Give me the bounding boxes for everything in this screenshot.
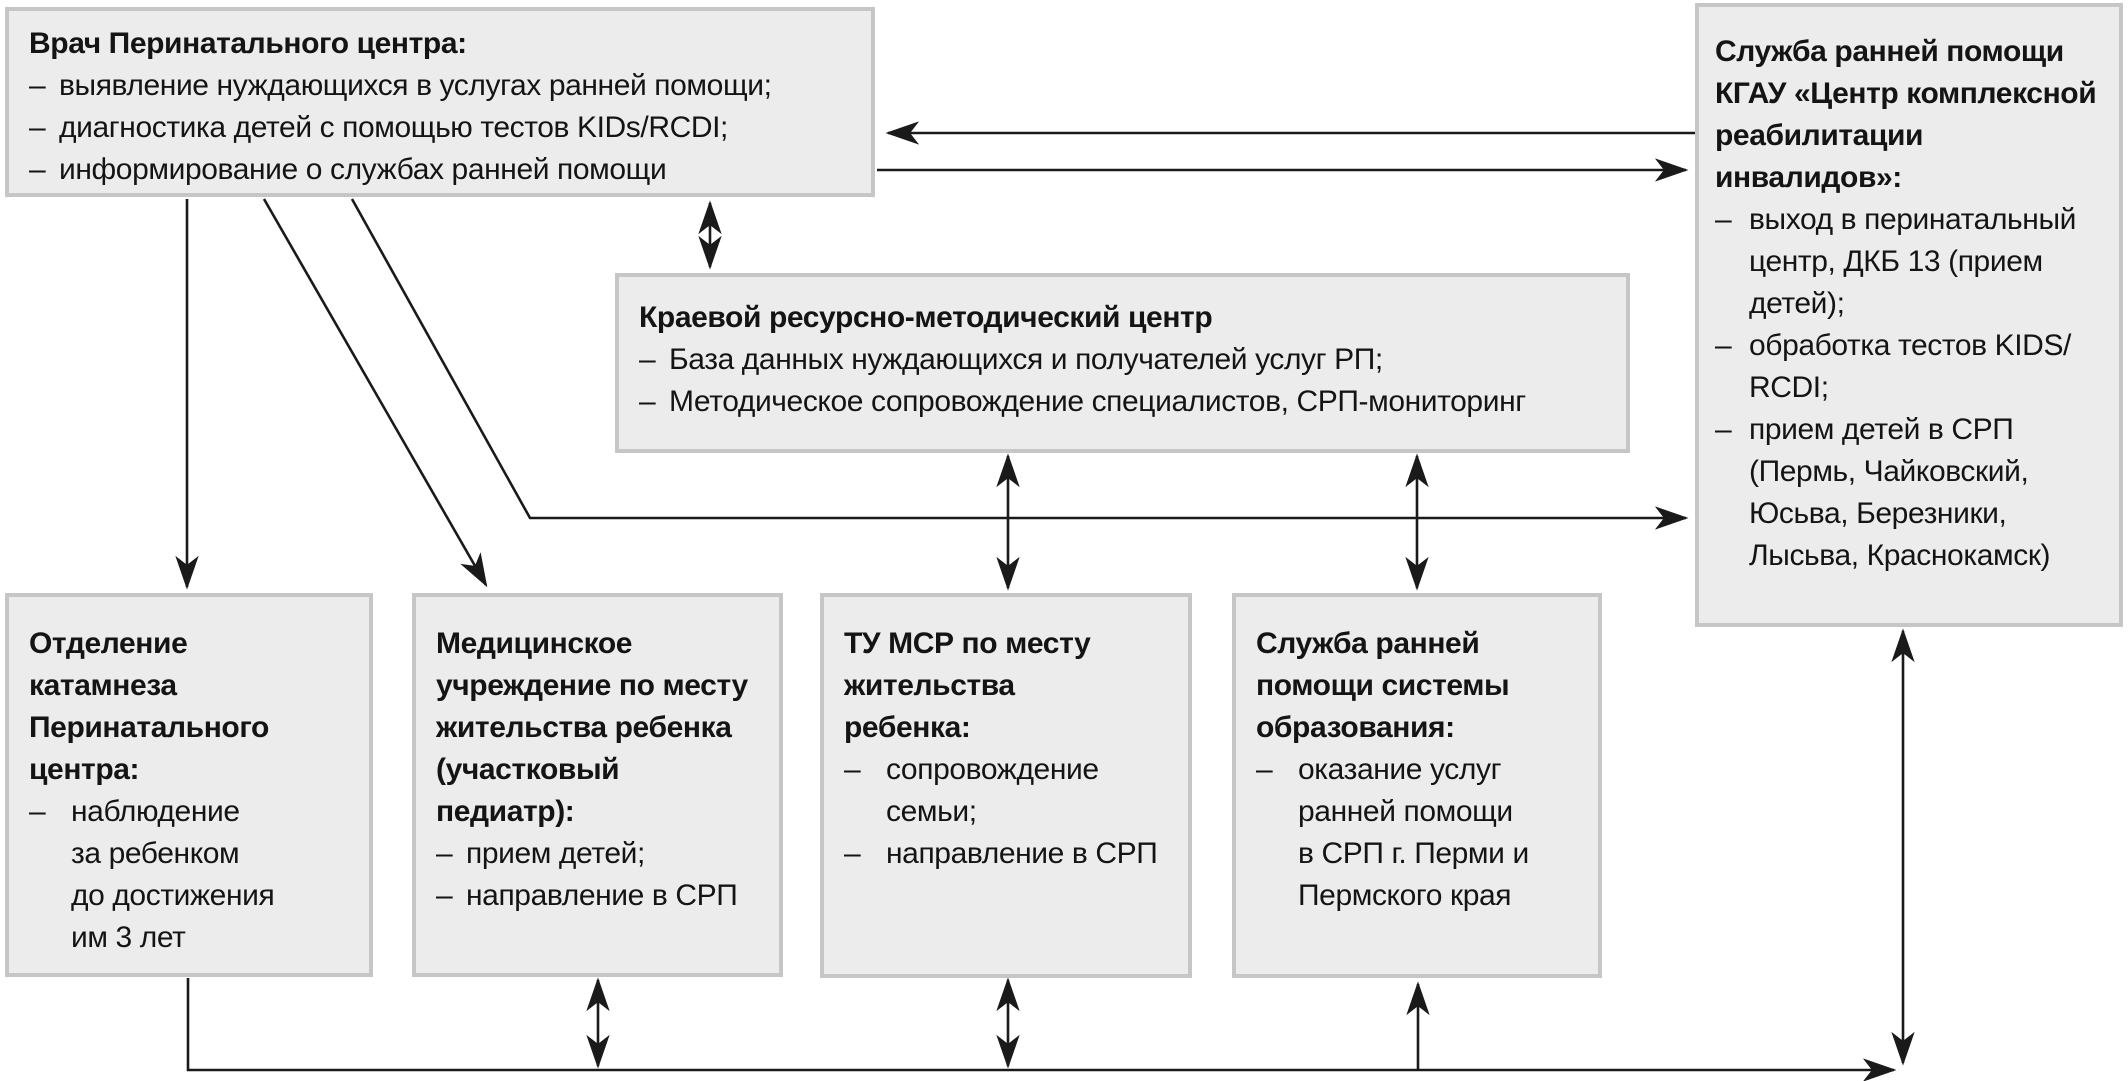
item-text: наблюдение за ребенком до достижения им … — [71, 795, 275, 954]
item-text: оказание услуг ранней помощи в СРП г. Пе… — [1298, 753, 1529, 912]
box-education: Служба ранней помощи системы образования… — [1232, 593, 1602, 978]
box-item-list: –прием детей;–направление в СРП — [436, 833, 759, 917]
item-dash: – — [844, 753, 861, 786]
box-title: ТУ МСР по месту жительства ребенка: — [844, 627, 1091, 744]
box-perinatal-doctor: Врач Перинатального центра: –выявление н… — [5, 7, 875, 197]
list-item: –направление в СРП — [436, 875, 759, 917]
item-dash: – — [436, 879, 453, 912]
box-tu-msr: ТУ МСР по месту жительства ребенка: –соп… — [820, 593, 1192, 978]
box-rehab-service: Служба ранней помощи КГАУ «Центр комплек… — [1695, 3, 2123, 627]
box-title: Служба ранней помощи системы образования… — [1256, 627, 1510, 744]
item-dash: – — [639, 385, 656, 418]
item-dash: – — [29, 153, 46, 186]
arrow-doctor-to-rehab-lower — [350, 198, 1689, 530]
box-item-list: –База данных нуждающихся и получателей у… — [639, 339, 1606, 423]
item-dash: – — [844, 837, 861, 870]
list-item: –наблюдение за ребенком до достижения им… — [29, 791, 349, 959]
item-dash: – — [1715, 413, 1732, 446]
list-item: –оказание услуг ранней помощи в СРП г. П… — [1256, 749, 1578, 917]
list-item: –выход в перинатальный центр, ДКБ 13 (пр… — [1715, 199, 2099, 325]
item-text: Методическое сопровождение специалистов,… — [669, 385, 1526, 418]
box-item-list: –выявление нуждающихся в услугах ранней … — [29, 65, 851, 191]
item-dash: – — [29, 69, 46, 102]
box-medical: Медицинское учреждение по месту жительст… — [412, 593, 783, 977]
item-dash: – — [436, 837, 453, 870]
item-text: выход в перинатальный центр, ДКБ 13 (при… — [1749, 203, 2076, 320]
box-title: Краевой ресурсно-методический центр — [639, 301, 1213, 334]
list-item: –прием детей; — [436, 833, 759, 875]
item-dash: – — [1256, 753, 1273, 786]
list-item: –База данных нуждающихся и получателей у… — [639, 339, 1606, 381]
box-item-list: –сопровождение семьи;–направление в СРП — [844, 749, 1168, 875]
box-item-list: –оказание услуг ранней помощи в СРП г. П… — [1256, 749, 1578, 917]
box-item-list: –выход в перинатальный центр, ДКБ 13 (пр… — [1715, 199, 2099, 577]
item-text: сопровождение семьи; — [886, 753, 1099, 828]
item-dash: – — [639, 343, 656, 376]
item-text: прием детей; — [466, 837, 645, 870]
list-item: –направление в СРП — [844, 833, 1168, 875]
list-item: –прием детей в СРП (Пермь, Чайковский, Ю… — [1715, 409, 2099, 577]
item-dash: – — [1715, 329, 1732, 362]
list-item: –сопровождение семьи; — [844, 749, 1168, 833]
item-text: направление в СРП — [886, 837, 1158, 870]
item-text: информирование о службах ранней помощи — [59, 153, 667, 186]
item-text: обработка тестов KIDS/ RCDI; — [1749, 329, 2071, 404]
box-title: Медицинское учреждение по месту жительст… — [436, 627, 748, 828]
item-text: База данных нуждающихся и получателей ус… — [669, 343, 1383, 376]
item-dash: – — [1715, 203, 1732, 236]
bottom-bus-line — [186, 978, 1897, 1081]
item-dash: – — [29, 795, 46, 828]
box-title: Служба ранней помощи КГАУ «Центр комплек… — [1715, 35, 2097, 194]
list-item: –информирование о службах ранней помощи — [29, 149, 851, 191]
item-text: диагностика детей с помощью тестов KIDs/… — [59, 111, 728, 144]
box-item-list: –наблюдение за ребенком до достижения им… — [29, 791, 349, 959]
list-item: –диагностика детей с помощью тестов KIDs… — [29, 107, 851, 149]
box-title: Врач Перинатального центра: — [29, 27, 467, 60]
item-text: выявление нуждающихся в услугах ранней п… — [59, 69, 772, 102]
list-item: –выявление нуждающихся в услугах ранней … — [29, 65, 851, 107]
arrow-doctor-to-medical — [262, 198, 488, 588]
box-katamnez: Отделение катамнеза Перинатального центр… — [5, 593, 373, 977]
box-title: Отделение катамнеза Перинатального центр… — [29, 627, 269, 786]
item-text: прием детей в СРП (Пермь, Чайковский, Юс… — [1749, 413, 2051, 572]
list-item: –Методическое сопровождение специалистов… — [639, 381, 1606, 423]
box-resource-center: Краевой ресурсно-методический центр –Баз… — [615, 273, 1630, 453]
list-item: –обработка тестов KIDS/ RCDI; — [1715, 325, 2099, 409]
item-dash: – — [29, 111, 46, 144]
item-text: направление в СРП — [466, 879, 738, 912]
